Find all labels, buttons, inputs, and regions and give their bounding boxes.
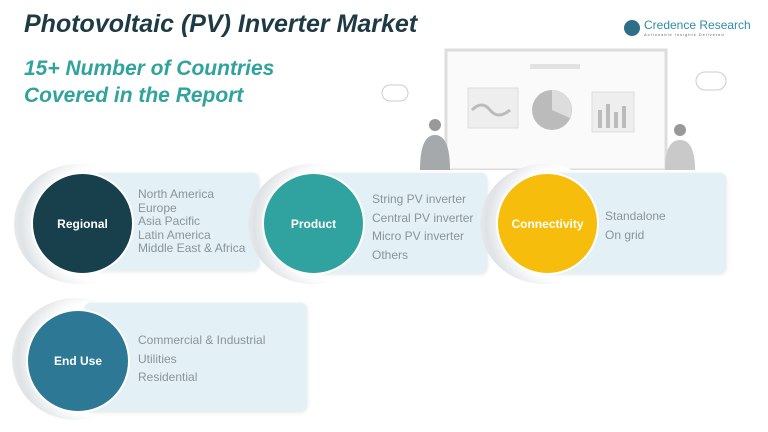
subtitle-line-1: 15+ Number of Countries: [24, 57, 275, 80]
list-item: Central PV inverter: [372, 210, 474, 225]
list-item: Middle East & Africa: [138, 241, 246, 255]
page-subtitle: 15+ Number of Countries Covered in the R…: [24, 55, 274, 109]
list-item: String PV inverter: [372, 192, 467, 206]
list-item: On grid: [605, 227, 645, 242]
logo: Credence Research Actionable Insights De…: [624, 18, 751, 37]
list-item: Asia Pacific: [138, 214, 201, 228]
list-item: North America: [138, 187, 215, 201]
presentation-illustration: [381, 48, 727, 170]
logo-tagline: Actionable Insights Delivered: [644, 32, 725, 37]
page-title: Photovoltaic (PV) Inverter Market: [24, 10, 418, 38]
product-items: String PV inverter Central PV inverter M…: [372, 190, 473, 264]
logo-icon: [624, 19, 640, 36]
logo-name: Credence Research: [644, 18, 751, 32]
list-item: Others: [372, 247, 409, 262]
regional-items: North America Europe Asia Pacific Latin …: [138, 187, 246, 256]
connectivity-items: Standalone On grid: [605, 207, 666, 244]
end-use-items: Commercial & Industrial Utilities Reside…: [138, 331, 265, 387]
regional-circle: Regional: [31, 172, 134, 275]
connectivity-circle: Connectivity: [496, 172, 599, 275]
list-item: Standalone: [605, 209, 666, 223]
list-item: Latin America: [138, 227, 211, 242]
subtitle-line-2: Covered in the Report: [24, 84, 244, 107]
list-item: Micro PV inverter: [372, 229, 465, 243]
list-item: Europe: [138, 200, 177, 215]
list-item: Commercial & Industrial: [138, 333, 266, 347]
end-use-circle: End Use: [26, 309, 130, 413]
product-circle: Product: [262, 172, 365, 275]
list-item: Utilities: [138, 351, 177, 366]
list-item: Residential: [138, 370, 198, 384]
